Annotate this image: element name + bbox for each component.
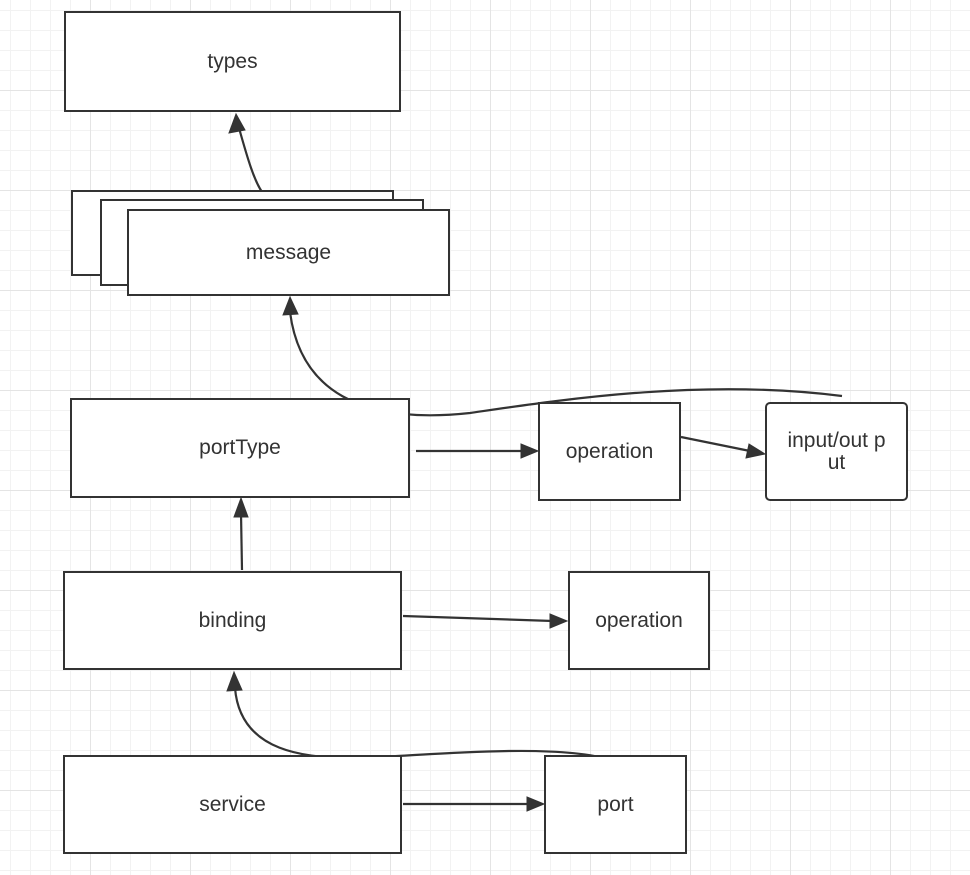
message-label: message [245, 240, 332, 264]
arrowhead-port [526, 796, 546, 812]
message-node[interactable]: message [127, 209, 450, 296]
edge-binding-to-operation [402, 614, 554, 623]
operation-binding-label: operation [595, 608, 683, 632]
edge-binding-to-porttype [239, 512, 244, 571]
edge-message-to-types [237, 127, 263, 193]
porttype-label: portType [199, 436, 281, 459]
edge-port-to-binding [233, 687, 613, 762]
operation-binding-node[interactable]: operation [568, 571, 710, 670]
binding-node[interactable]: binding [63, 571, 402, 670]
types-label: types [207, 49, 258, 73]
arrowhead-operation-porttype [520, 443, 540, 459]
arrowhead-message [282, 295, 299, 316]
port-node[interactable]: port [544, 755, 687, 854]
arrowhead-binding [226, 670, 243, 692]
input-output-label: input/out put [787, 428, 886, 474]
edge-operation-to-inputoutput [680, 435, 751, 453]
service-label: service [199, 792, 266, 816]
arrowhead-porttype [233, 496, 249, 518]
input-output-node[interactable]: input/out put [765, 402, 908, 501]
arrowhead-inputoutput [745, 443, 767, 459]
operation-porttype-node[interactable]: operation [538, 402, 681, 501]
service-node[interactable]: service [63, 755, 402, 854]
operation-porttype-label: operation [565, 439, 654, 463]
port-label: port [597, 792, 634, 816]
porttype-node[interactable]: portType [70, 398, 410, 498]
binding-label: binding [198, 608, 267, 632]
types-node[interactable]: types [64, 11, 401, 112]
arrowhead-types [228, 112, 246, 134]
arrowhead-operation-binding [549, 613, 569, 629]
